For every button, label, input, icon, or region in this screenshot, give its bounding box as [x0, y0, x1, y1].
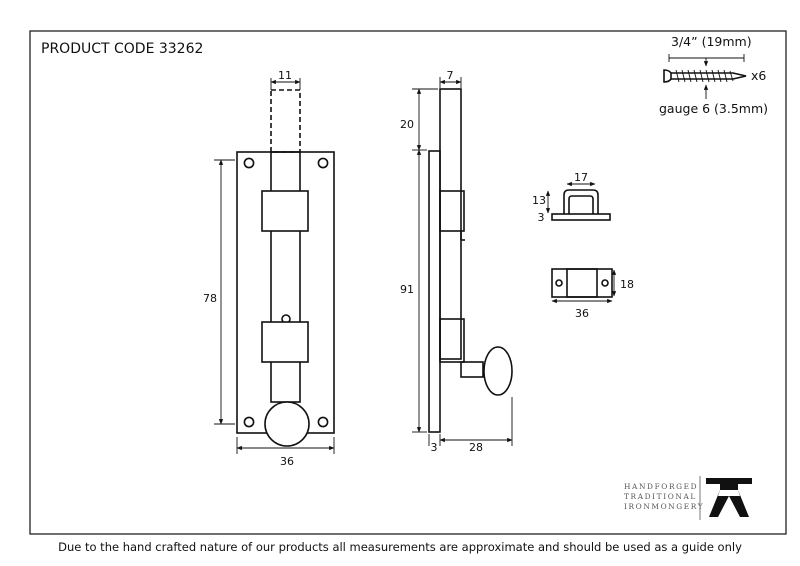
- keep-slot: [566, 268, 598, 298]
- knob-projection-dimension: 28: [469, 441, 483, 454]
- wood-screw-icon: [663, 69, 747, 83]
- upper-bolt-guide: [261, 190, 309, 232]
- brand-line-3: IRONMONGERY: [624, 502, 704, 511]
- knob: [264, 401, 310, 447]
- bolt-extension-dashed: [270, 89, 301, 153]
- keep-staple: [563, 189, 599, 214]
- keep-base: [551, 213, 611, 221]
- keep-depth-dimension: 18: [620, 278, 634, 291]
- anvil-logo-icon: [706, 478, 752, 517]
- screw-quantity: x6: [751, 68, 766, 83]
- screw-gauge-label: gauge 6 (3.5mm): [659, 101, 768, 116]
- screw-hole-icon: [243, 157, 255, 169]
- drawing-border: [29, 30, 787, 535]
- side-backplate: [428, 150, 441, 433]
- height-dimension: 78: [203, 292, 217, 305]
- screw-hole-icon: [317, 157, 329, 169]
- keep-top-view: 18 36: [551, 268, 634, 320]
- plate-thickness-dimension: 3: [431, 441, 438, 454]
- side-upper-guide: [439, 190, 465, 232]
- screw-hole-icon: [317, 416, 329, 428]
- screw-detail: 3/4” (19mm) x6 gauge 6 (3.5mm): [659, 34, 768, 116]
- top-offset-dimension: 20: [400, 118, 414, 131]
- keep-plate: [551, 268, 613, 298]
- bolt-rod: [270, 151, 301, 403]
- screw-length-label: 3/4” (19mm): [671, 34, 752, 49]
- brand-line-2: TRADITIONAL: [624, 492, 697, 501]
- side-lower-guide: [439, 318, 465, 363]
- brand-line-1: HANDFORGED: [624, 482, 698, 491]
- width-dimension: 36: [280, 455, 294, 468]
- side-view: 7 20 91 3 28: [400, 69, 513, 454]
- screw-hole-icon: [555, 279, 563, 287]
- front-view: 11 78 36: [203, 69, 335, 468]
- side-knob-stem: [460, 361, 484, 378]
- screw-hole-icon: [601, 279, 609, 287]
- side-height-dimension: 91: [400, 283, 414, 296]
- screw-hole-icon: [243, 416, 255, 428]
- keep-side-view: 17 13 3: [532, 171, 611, 224]
- keep-base-dimension: 3: [538, 211, 545, 224]
- side-knob: [483, 346, 513, 396]
- keep-height-dimension: 13: [532, 194, 546, 207]
- keep-width-dimension: 17: [574, 171, 588, 184]
- product-code-title: PRODUCT CODE 33262: [41, 41, 203, 57]
- brand-logo: HANDFORGED TRADITIONAL IRONMONGERY: [624, 476, 752, 520]
- top-width-dimension: 7: [447, 69, 454, 82]
- disclaimer-text: Due to the hand crafted nature of our pr…: [58, 540, 742, 554]
- lower-bolt-guide: [261, 321, 309, 363]
- bolt-width-dimension: 11: [278, 69, 292, 82]
- keep-length-dimension: 36: [575, 307, 589, 320]
